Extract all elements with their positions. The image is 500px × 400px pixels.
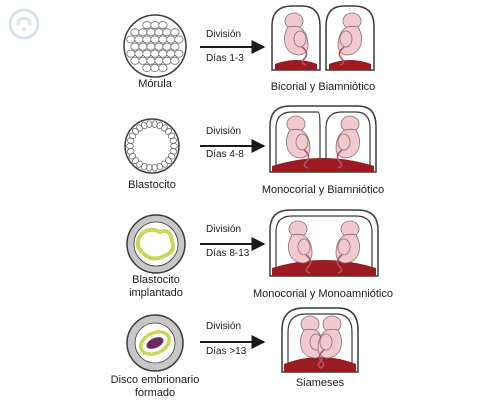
stage-label-morula: Mórula (138, 78, 172, 90)
bichorial-biamniotic-illustration (271, 5, 375, 71)
fetus-icon (335, 115, 360, 169)
division-label-1: División (206, 29, 242, 40)
brand-logo-icon (8, 8, 40, 40)
days-label-1: Días 1-3 (206, 53, 244, 64)
implanted-blastocyst-illustration (126, 214, 186, 274)
days-label-4: Días >13 (206, 346, 247, 357)
fetus-icon (335, 220, 360, 274)
embryonic-disc-illustration (126, 314, 184, 372)
result-label-4: Siameses (295, 377, 345, 389)
division-label-4: División (206, 321, 242, 332)
stage-label-blastocyst: Blastocito (128, 179, 176, 191)
fetus-icon (288, 220, 313, 274)
monochorial-monoamniotic-illustration (269, 209, 379, 277)
result-label-2: Monocorial y Biamniótico (261, 184, 385, 196)
morula-illustration (123, 14, 187, 78)
result-label-3: Monocorial y Monoamniótico (252, 288, 393, 300)
monochorial-biamniotic-illustration (269, 105, 377, 173)
fetus-icon (317, 315, 342, 369)
stage-label-implanted-blastocyst-1: Blastocito (132, 274, 180, 286)
stage-label-embryonic-disc-1: Disco embrionario (110, 374, 200, 386)
result-label-1: Bicorial y Biamniótico (270, 81, 376, 93)
fetus-icon (284, 12, 309, 66)
days-label-2: Días 4-8 (206, 149, 244, 160)
division-label-3: División (206, 224, 242, 235)
stage-label-embryonic-disc-2: formado (134, 387, 176, 399)
days-label-3: Días 8-13 (206, 248, 250, 259)
fetus-icon (286, 115, 311, 169)
stage-label-implanted-blastocyst-2: implantado (129, 287, 183, 299)
blastocyst-illustration (124, 118, 180, 174)
division-label-2: División (206, 126, 242, 137)
fetus-icon (337, 12, 362, 66)
conjoined-twins-illustration (281, 307, 359, 373)
